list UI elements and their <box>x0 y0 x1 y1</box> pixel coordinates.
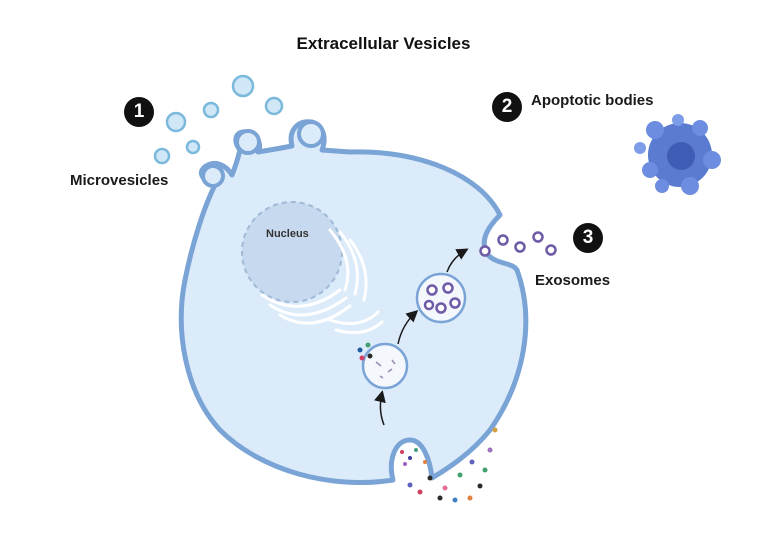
nucleus-label: Nucleus <box>266 228 309 240</box>
label-exosomes: Exosomes <box>535 272 611 289</box>
released-microvesicles <box>153 74 284 165</box>
diagram-title: Extracellular Vesicles <box>296 34 471 53</box>
nucleus <box>241 201 343 303</box>
apoptotic-body <box>634 114 721 195</box>
arrow-mvb-to-membrane <box>446 248 469 273</box>
released-exosomes <box>479 231 557 257</box>
arrow-endosome-to-mvb <box>397 309 419 345</box>
label-microvesicles: Microvesicles <box>70 172 169 189</box>
cell-membrane <box>178 119 529 485</box>
label-apoptotic-bodies: Apoptotic bodies <box>531 92 654 109</box>
endocytic-cargo <box>400 448 427 466</box>
number-badge-1: 1 <box>124 97 154 127</box>
early-endosome <box>361 342 409 390</box>
number-badge-2: 2 <box>492 92 522 122</box>
budding-microvesicles <box>201 120 325 188</box>
pathway-arrows <box>374 248 469 426</box>
golgi-apparatus <box>260 228 384 335</box>
arrow-endocytosis-to-endosome <box>374 390 386 426</box>
intraluminal-vesicles <box>423 282 461 314</box>
endosome-cargo <box>375 359 396 379</box>
extracellular-particles <box>407 427 498 503</box>
number-badge-3: 3 <box>573 223 603 253</box>
cytoplasmic-cargo <box>357 342 373 361</box>
